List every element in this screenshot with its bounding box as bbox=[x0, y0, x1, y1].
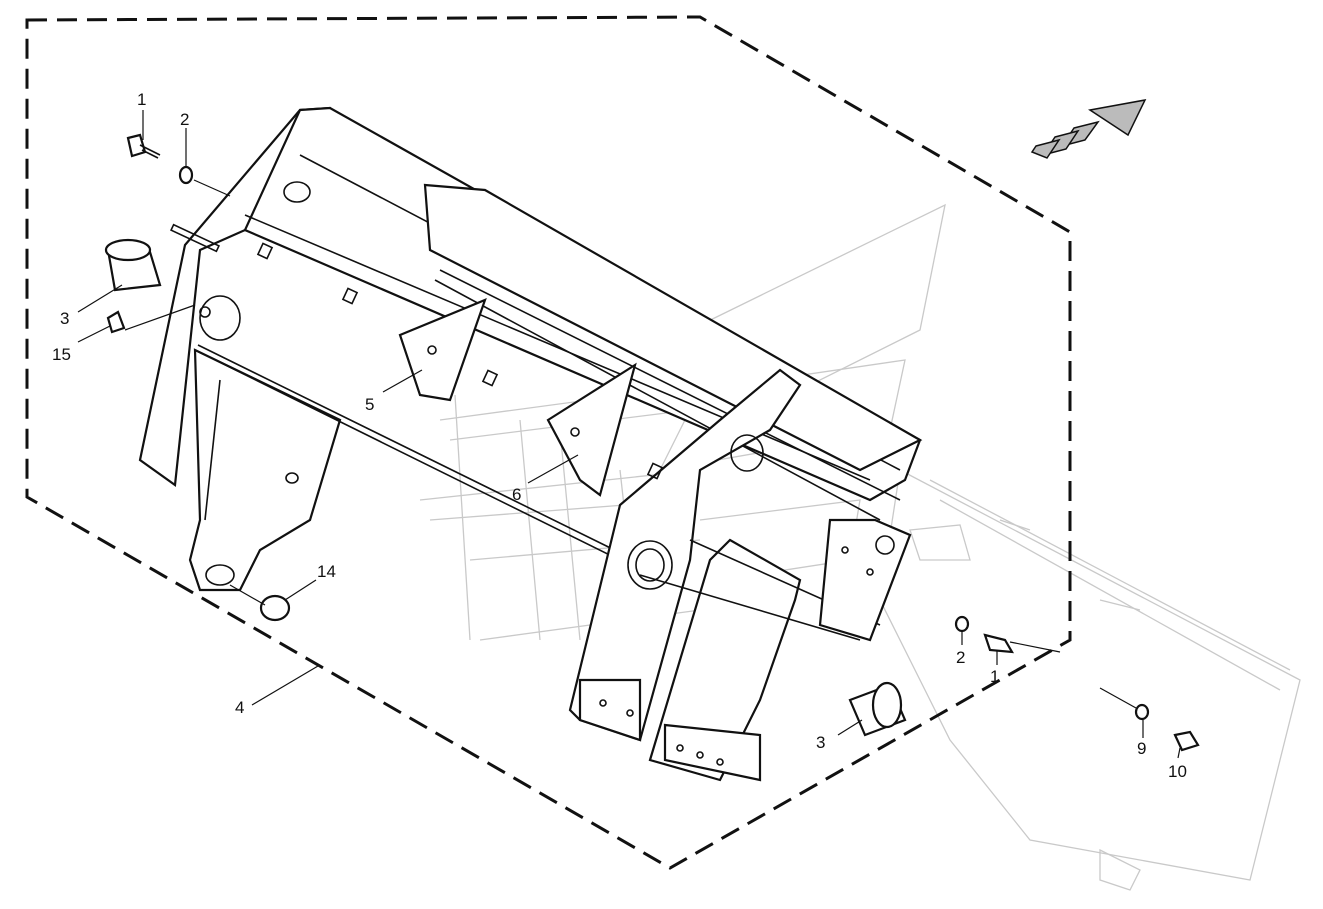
callout-3-right: 3 bbox=[816, 733, 825, 752]
callout-1-right: 1 bbox=[990, 667, 999, 686]
callout-3-left: 3 bbox=[60, 309, 69, 328]
gusset-part-6 bbox=[546, 362, 637, 497]
callout-14: 14 bbox=[317, 562, 336, 581]
washer-part-2-right bbox=[954, 615, 970, 633]
callout-10: 10 bbox=[1168, 762, 1187, 781]
callout-5: 5 bbox=[365, 395, 374, 414]
callout-15: 15 bbox=[52, 345, 71, 364]
callout-9: 9 bbox=[1137, 739, 1146, 758]
callout-2-right: 2 bbox=[956, 648, 965, 667]
bushing-part-3-right bbox=[848, 681, 907, 737]
bolt-part-1-right bbox=[983, 633, 1015, 654]
travel-direction-arrow-icon bbox=[1030, 98, 1147, 159]
callout-1-left: 1 bbox=[137, 90, 146, 109]
callout-6: 6 bbox=[512, 485, 521, 504]
ring-part-14 bbox=[259, 594, 291, 622]
bushing-part-3-left bbox=[104, 238, 162, 292]
washer-part-9 bbox=[1134, 703, 1150, 721]
grease-nipple-part-15 bbox=[106, 310, 126, 334]
washer-part-2-left bbox=[178, 165, 194, 185]
bolt-part-1-left bbox=[126, 133, 161, 159]
main-frame-part-4 bbox=[138, 106, 923, 782]
leader-lines bbox=[77, 110, 1181, 759]
bolt-part-10 bbox=[1173, 730, 1200, 752]
callout-4: 4 bbox=[235, 698, 244, 717]
assembly-boundary-dashed bbox=[25, 15, 1072, 870]
callout-2-left: 2 bbox=[180, 110, 189, 129]
